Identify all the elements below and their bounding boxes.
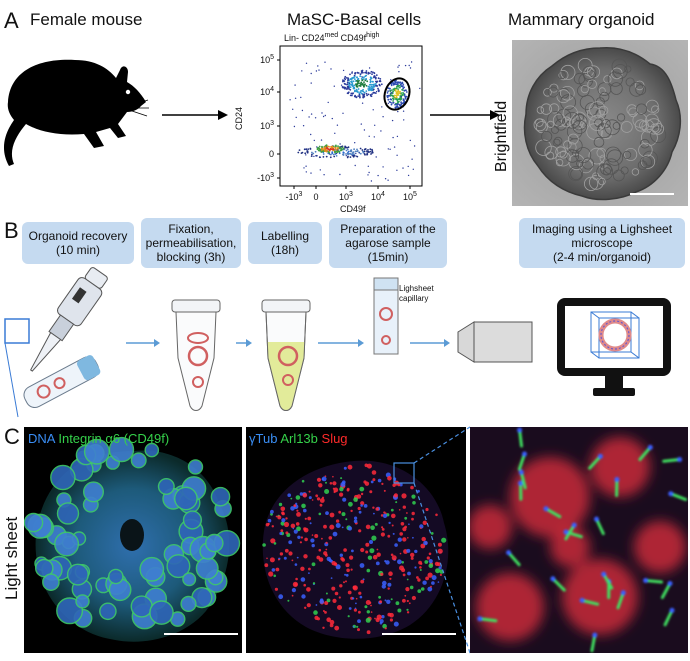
facs-gate bbox=[383, 77, 411, 111]
facs-y-tick: 104 bbox=[260, 86, 274, 97]
step-organoid-recovery: Organoid recovery(10 min) bbox=[22, 222, 134, 264]
zoom-region-box bbox=[393, 462, 415, 484]
pipette-illustration bbox=[4, 267, 108, 418]
brightfield-organoid-image bbox=[512, 40, 688, 206]
step-4-line1: Preparation of the bbox=[340, 222, 436, 236]
monitor-icon bbox=[557, 298, 671, 396]
step-fixation: Fixation,permeabilisation,blocking (3h) bbox=[141, 218, 241, 268]
gate-label-high: high bbox=[366, 32, 380, 39]
gate-label-prefix: Lin- CD24 bbox=[284, 33, 325, 43]
zoom-box bbox=[4, 318, 30, 344]
channel-dna: DNA bbox=[28, 431, 55, 446]
mouse-silhouette-icon bbox=[3, 59, 149, 166]
step-2-line1: Fixation, bbox=[168, 222, 214, 236]
panel-label-a: A bbox=[4, 8, 19, 33]
objective-lens-icon bbox=[457, 321, 533, 363]
step-5-line2: microscope bbox=[571, 236, 633, 250]
channel-integrin: Integrin α6 (CD49f) bbox=[54, 431, 170, 446]
facs-title: MaSC-Basal cells bbox=[287, 10, 422, 29]
step-4-line2: agarose sample bbox=[345, 236, 431, 250]
tube-labelling bbox=[261, 299, 311, 411]
facs-y-ticks: 105 104 103 0 -103 bbox=[257, 54, 280, 183]
scale-bar-2 bbox=[382, 633, 456, 635]
brightfield-scale-bar bbox=[630, 193, 674, 195]
facs-x-tick: 105 bbox=[403, 191, 417, 202]
gate-label-mid: CD49f bbox=[338, 33, 367, 43]
brightfield-cells bbox=[533, 57, 667, 191]
channel-arl13b: Arl13b bbox=[277, 431, 318, 446]
facs-y-tick: -103 bbox=[257, 172, 274, 183]
organoid-title: Mammary organoid bbox=[508, 10, 655, 29]
step-4-line3: (15min) bbox=[367, 250, 409, 264]
channel-gtub: γTub bbox=[249, 431, 278, 446]
facs-x-tick: 103 bbox=[339, 191, 353, 202]
capillary-label: Lighsheet capillary bbox=[399, 284, 434, 304]
facs-x-tick: 0 bbox=[313, 192, 318, 202]
step-2-line3: blocking (3h) bbox=[156, 250, 226, 264]
facs-plot: 105 104 103 0 -103 -103 0 103 104 105 bbox=[257, 45, 423, 202]
facs-x-axis-label: CD49f bbox=[340, 204, 366, 214]
facs-frame bbox=[279, 45, 423, 187]
scale-bar-1 bbox=[164, 633, 238, 635]
gate-label: Lin- CD24med CD49fhigh bbox=[284, 32, 379, 43]
step-5-line1: Imaging using a Lighsheet bbox=[531, 222, 673, 236]
capillary-label-line2: capillary bbox=[399, 294, 429, 303]
facs-y-tick: 0 bbox=[269, 149, 274, 159]
step-5-line3: (2-4 min/organoid) bbox=[552, 250, 652, 264]
step-1-line1: Organoid recovery bbox=[28, 229, 128, 243]
mouse-title: Female mouse bbox=[30, 10, 143, 29]
step-2-line2: permeabilisation, bbox=[145, 236, 237, 250]
facs-x-tick: -103 bbox=[286, 191, 303, 202]
tube-fixation bbox=[171, 299, 221, 411]
facs-dots bbox=[289, 61, 421, 182]
panel-label-b: B bbox=[4, 218, 19, 243]
facs-y-tick: 105 bbox=[260, 54, 274, 65]
facs-y-tick: 103 bbox=[260, 120, 274, 131]
micrograph-zoom bbox=[470, 427, 688, 653]
gate-label-med: med bbox=[324, 32, 339, 39]
img1-channel-legend: DNA Integrin α6 (CD49f) bbox=[28, 431, 169, 446]
micrograph-tub-arl-slug bbox=[246, 427, 466, 653]
img2-channel-legend: γTub Arl13b Slug bbox=[249, 431, 348, 446]
step-3-line2: (18h) bbox=[270, 243, 299, 257]
panel-label-c: C bbox=[4, 424, 20, 449]
facs-x-tick: 104 bbox=[371, 191, 385, 202]
step-labelling: Labelling(18h) bbox=[248, 222, 322, 264]
arrow-to-organoid-icon bbox=[430, 110, 500, 120]
lightsheet-capillary bbox=[373, 277, 399, 355]
channel-slug: Slug bbox=[317, 431, 348, 446]
facs-x-ticks: -103 0 103 104 105 bbox=[286, 186, 417, 202]
arrow-to-facs-icon bbox=[162, 110, 228, 120]
step-1-line2: (10 min) bbox=[55, 243, 100, 257]
step-3-line1: Labelling bbox=[260, 229, 310, 243]
micrograph-dna-integrin bbox=[24, 427, 242, 653]
capillary-label-line1: Lighsheet bbox=[399, 284, 434, 293]
